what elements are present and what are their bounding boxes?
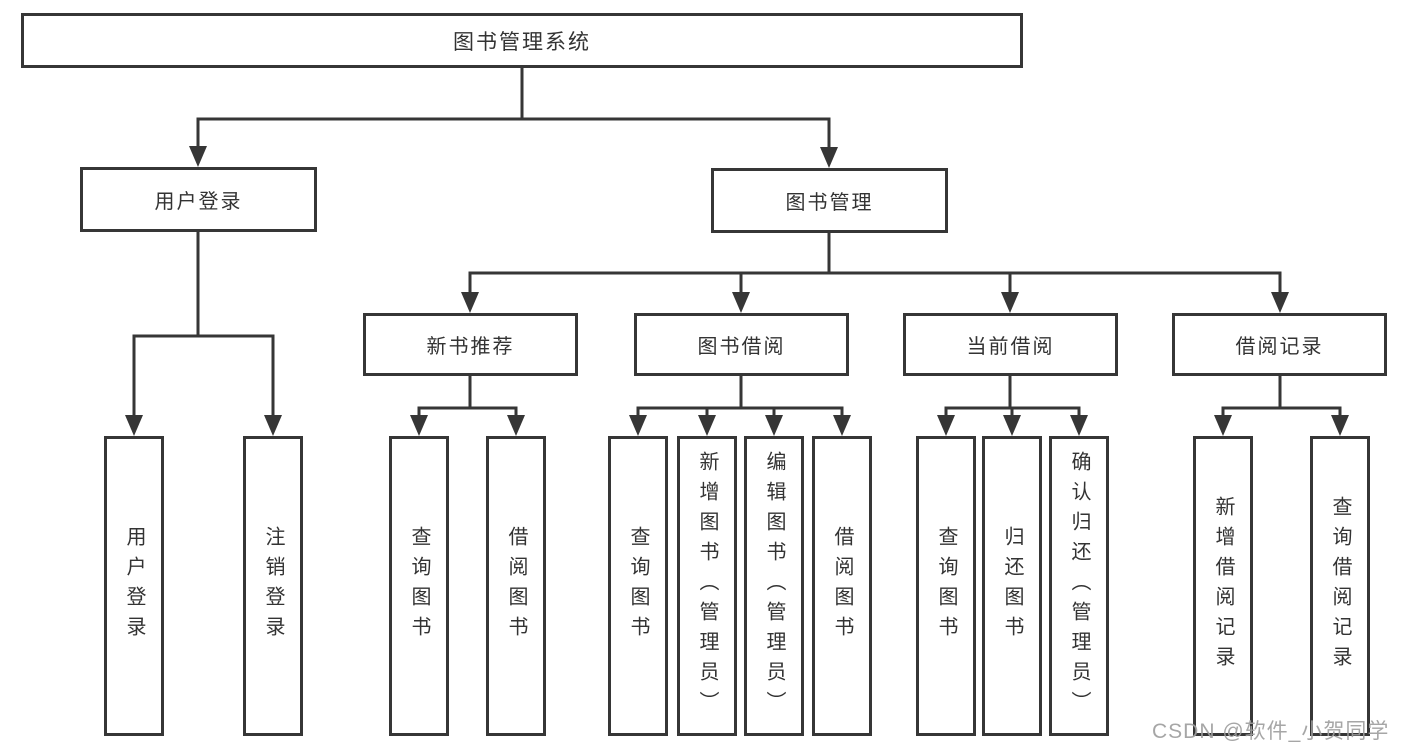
leaf-borrow-books-2-label: 借阅图书 [831,526,853,646]
node-book-borrow: 图书借阅 [634,313,849,376]
leaf-add-borrow-record: 新增借阅记录 [1193,436,1253,736]
node-current-borrow-label: 当前借阅 [966,336,1055,358]
leaf-add-books-admin: 新增图书（管理员） [677,436,737,736]
leaf-query-books-1-label: 查询图书 [408,526,430,646]
node-book-management-label: 图书管理 [785,192,874,214]
leaf-confirm-return-admin: 确认归还（管理员） [1049,436,1109,736]
leaf-borrow-books-1-label: 借阅图书 [505,526,527,646]
leaf-query-borrow-record: 查询借阅记录 [1310,436,1370,736]
leaf-edit-books-admin-label: 编辑图书（管理员） [763,451,785,721]
leaf-user-login-label: 用户登录 [123,526,145,646]
leaf-query-books-3: 查询图书 [916,436,976,736]
leaf-borrow-books-2: 借阅图书 [812,436,872,736]
leaf-add-books-admin-label: 新增图书（管理员） [696,451,718,721]
node-new-book-recommend-label: 新书推荐 [426,336,515,358]
leaf-return-books: 归还图书 [982,436,1042,736]
node-book-borrow-label: 图书借阅 [697,336,786,358]
leaf-query-borrow-record-label: 查询借阅记录 [1329,496,1351,676]
leaf-edit-books-admin: 编辑图书（管理员） [744,436,804,736]
leaf-query-books-1: 查询图书 [389,436,449,736]
leaf-query-books-2: 查询图书 [608,436,668,736]
node-user-login-label: 用户登录 [154,191,243,213]
node-new-book-recommend: 新书推荐 [363,313,578,376]
leaf-query-books-2-label: 查询图书 [627,526,649,646]
node-root: 图书管理系统 [21,13,1023,68]
leaf-confirm-return-admin-label: 确认归还（管理员） [1068,451,1090,721]
node-user-login: 用户登录 [80,167,317,232]
leaf-borrow-books-1: 借阅图书 [486,436,546,736]
csdn-watermark: CSDN @软件_小贺同学 [1152,720,1390,743]
node-current-borrow: 当前借阅 [903,313,1118,376]
leaf-add-borrow-record-label: 新增借阅记录 [1212,496,1234,676]
node-root-label: 图书管理系统 [453,30,591,54]
leaf-return-books-label: 归还图书 [1001,526,1023,646]
leaf-user-login: 用户登录 [104,436,164,736]
leaf-logout-label: 注销登录 [262,526,284,646]
leaf-logout: 注销登录 [243,436,303,736]
node-borrow-records-label: 借阅记录 [1235,336,1324,358]
leaf-query-books-3-label: 查询图书 [935,526,957,646]
node-borrow-records: 借阅记录 [1172,313,1387,376]
node-book-management: 图书管理 [711,168,948,233]
